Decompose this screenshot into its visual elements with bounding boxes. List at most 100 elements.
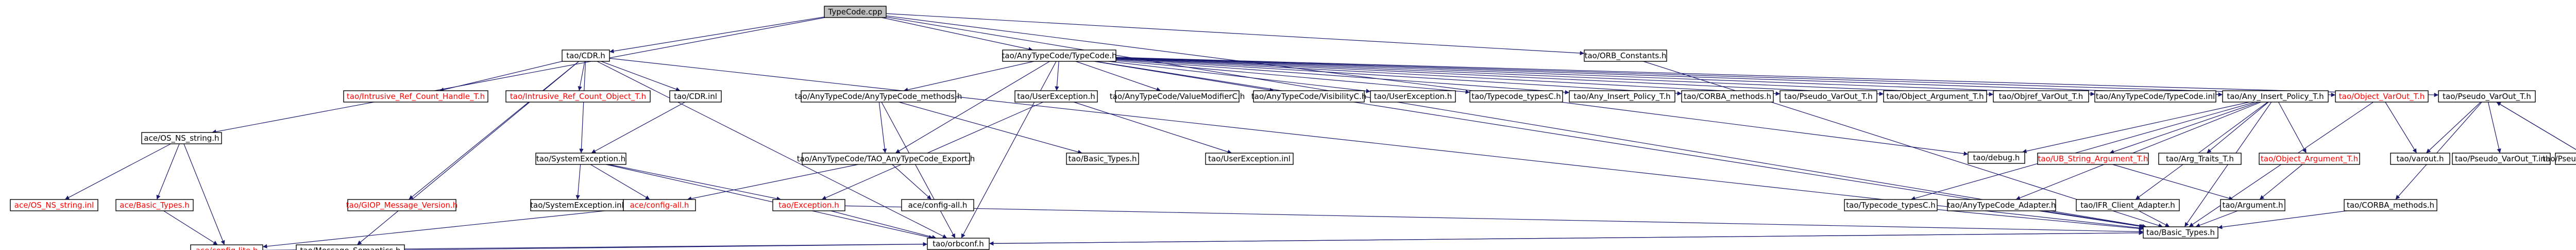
node-typecode_cpp[interactable]: TypeCode.cpp [824,6,887,18]
node-label: tao/AnyTypeCode/TypeCode.h [1002,51,1117,60]
node-box [190,244,263,250]
node-intrusive_ref_count_handle_t_h[interactable]: tao/Intrusive_Ref_Count_Handle_T.h [343,90,488,103]
node-label: tao/AnyTypeCode/VisibilityC.h [1251,92,1366,101]
node-userexception_inl[interactable]: tao/UserException.inl [1205,153,1294,165]
node-anytypecode_typecode_inl[interactable]: tao/AnyTypeCode/TypeCode.inl [2094,90,2216,103]
node-ifr_client_adapter_h[interactable]: tao/IFR_Client_Adapter.h [2076,199,2180,211]
node-giop_message_version_h[interactable]: tao/GIOP_Message_Version.h [346,199,457,211]
node-valuemodifierc_h[interactable]: tao/AnyTypeCode/ValueModifierC.h [1110,90,1245,103]
node-basic_types_h_b[interactable]: tao/Basic_Types.h [2143,226,2218,239]
edge-anytypecode_h-to-object_varout_t_h [1115,57,2336,97]
node-label: tao/CORBA_methods.h [1684,92,1771,102]
node-box [2335,90,2429,103]
node-label: ace/Basic_Types.h [120,201,189,210]
node-varout_h_a[interactable]: tao/varout.h [2390,153,2450,165]
node-label: tao/Pseudo_VarOut_T.h [1784,92,1873,102]
node-box [1993,90,2089,103]
node-argument_h[interactable]: tao/Argument.h [2220,199,2285,211]
node-intrusive_ref_count_object_t_h[interactable]: tao/Intrusive_Ref_Count_Object_T.h [505,90,651,103]
edge-anytypecode_h-to-orbconf_h [961,61,1057,239]
node-box [1014,90,1098,103]
node-basic_types_h_a[interactable]: tao/Basic_Types.h [1066,153,1139,165]
node-box [1569,90,1675,103]
node-userexception_h_ac[interactable]: tao/UserException.h [1370,90,1456,103]
node-label: tao/AnyTypeCode/AnyTypeCode_methods.h [795,92,962,102]
node-label: ace/OS_NS_string.inl [14,201,94,210]
edge-os_ns_string_h-to-basic_types_h_ace [156,143,180,200]
node-os_ns_string_inl[interactable]: ace/OS_NS_string.inl [10,199,98,211]
node-arg_traits_t_h[interactable]: tao/Arg_Traits_T.h [2158,153,2242,165]
edge-cdr_h-to-systemexception_h [579,61,586,154]
edge-config_lite_h-to-basic_types_h_b [262,230,2144,250]
node-any_insert_policy_t_h_a[interactable]: tao/Any_Insert_Policy_T.h [1569,90,1675,103]
node-any_insert_policy_t_h_b[interactable]: tao/Any_Insert_Policy_T.h [2222,90,2329,103]
node-corba_methods_h_b[interactable]: tao/CORBA_methods.h [2344,199,2437,211]
node-orb_constants_h[interactable]: tao/ORB_Constants.h [1584,49,1667,62]
edge-anytypecode_methods_h-to-tao_anytypecode_export_h [878,102,887,154]
node-config_lite_h[interactable]: ace/config-lite.h [190,244,263,250]
node-systemexception_h[interactable]: tao/SystemException.h [535,153,626,165]
edge-argument_h-to-basic_types_h_b [2195,210,2238,227]
node-box [2390,153,2450,165]
node-label: tao/AnyTypeCode/TAO_AnyTypeCode_Export.h [797,154,975,164]
node-label: tao/Any_Insert_Policy_T.h [2227,92,2324,102]
edge-anytypecode_methods_h-to-orbconf_h [881,102,956,239]
node-object_varout_t_h[interactable]: tao/Object_VarOut_T.h [2335,90,2429,103]
node-debug_h[interactable]: tao/debug.h [1968,152,2025,164]
edge-cdr_h-to-cdr_inl [601,61,681,92]
node-userexception_h_tao[interactable]: tao/UserException.h [1014,90,1098,103]
edge-object_argument_t_h_b-to-argument_h [2259,164,2303,200]
node-anytypecode_h[interactable]: tao/AnyTypeCode/TypeCode.h [1002,49,1117,62]
node-box [1253,90,1365,103]
edge-typecode_cpp-to-cdr_h [609,16,825,54]
node-corba_methods_h_a[interactable]: tao/CORBA_methods.h [1681,90,1774,103]
node-tao_anytypecode_export_h[interactable]: tao/AnyTypeCode/TAO_AnyTypeCode_Export.h [797,153,975,165]
node-exception_h[interactable]: tao/Exception.h [772,199,845,211]
node-ub_string_argument_t_h[interactable]: tao/UB_String_Argument_T.h [2037,153,2149,165]
node-systemexception_inl[interactable]: tao/SystemException.inl [530,199,624,211]
node-pseudo_varout_t_cpp[interactable]: tao/Pseudo_VarOut_T.cpp [2543,153,2576,165]
edge-pseudo_varout_t_h_b-to-pseudo_varout_t_cpp [2496,102,2576,150]
node-label: tao/Intrusive_Ref_Count_Object_T.h [510,92,646,102]
node-ace_config_all_h_a[interactable]: ace/config-all.h [623,199,696,211]
node-object_argument_t_h_b[interactable]: tao/Object_Argument_T.h [2259,153,2360,165]
node-anytypecode_methods_h[interactable]: tao/AnyTypeCode/AnyTypeCode_methods.h [795,90,962,103]
node-message_semantics_h[interactable]: tao/Message_Semantics.h [296,244,405,250]
node-pseudo_varout_t_h_b[interactable]: tao/Pseudo_VarOut_T.h [2438,90,2536,103]
node-anytypecode_adapter_h[interactable]: tao/AnyTypeCode_Adapter.h [1947,199,2056,211]
node-label: ace/OS_NS_string.h [144,134,219,143]
edge-anytypecode_h-to-pseudo_varout_t_h_a [1115,58,1781,96]
node-orbconf_h[interactable]: tao/orbconf.h [927,238,990,250]
node-basic_types_h_ace[interactable]: ace/Basic_Types.h [115,199,194,211]
node-cdr_h[interactable]: tao/CDR.h [562,49,610,62]
node-label: tao/Object_VarOut_T.h [2339,92,2425,102]
node-cdr_inl[interactable]: tao/CDR.inl [669,90,722,103]
node-pseudo_varout_t_h_a[interactable]: tao/Pseudo_VarOut_T.h [1780,90,1877,103]
node-box [927,238,990,250]
node-label: tao/UB_String_Argument_T.h [2038,154,2148,164]
edge-typecode_cpp-to-basic_types_h_b [886,16,2147,228]
edge-typecode_cpp-to-orb_constants_h [886,13,1585,56]
node-visibilityc_h[interactable]: tao/AnyTypeCode/VisibilityC.h [1251,90,1366,103]
node-box [824,6,887,18]
edge-systemexception_h-to-systemexception_inl [575,164,581,200]
node-typecode_typesc_h[interactable]: tao/Typecode_typesC.h [1469,90,1563,103]
node-object_argument_t_h[interactable]: tao/Object_Argument_T.h [1883,90,1987,103]
node-label: tao/IFR_Client_Adapter.h [2080,201,2175,210]
node-label: ace/config-all.h [908,201,968,210]
node-box [1780,90,1877,103]
node-box [2452,153,2551,165]
node-os_ns_string_h[interactable]: ace/OS_NS_string.h [141,132,222,144]
edge-anytypecode_h-to-any_insert_policy_t_h_b [1115,57,2223,97]
node-pseudo_varout_t_inl[interactable]: tao/Pseudo_VarOut_T.inl [2452,153,2551,165]
edge-os_ns_string_h-to-os_ns_string_inl [64,143,171,200]
nodes-layer: TypeCode.cpp tao/CDR.h tao/AnyTypeCode/Typ… [10,6,2576,250]
edge-typecode_typesc_h_b-to-basic_types_h_b [1937,209,2144,231]
node-label: tao/UserException.h [1374,92,1452,101]
node-typecode_typesc_h_b[interactable]: tao/Typecode_typesC.h [1844,199,1938,211]
node-ace_config_all_h_b[interactable]: ace/config-all.h [901,199,974,211]
node-label: tao/Basic_Types.h [1068,154,1137,164]
edge-systemexception_h-to-exception_h [608,164,782,201]
node-objref_varout_t_h[interactable]: tao/Objref_VarOut_T.h [1993,90,2089,103]
node-label: tao/Pseudo_VarOut_T.h [2443,92,2531,102]
